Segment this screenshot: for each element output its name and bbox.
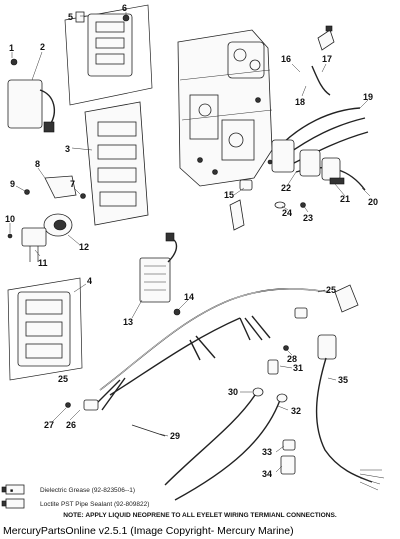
callout-34: 34 <box>262 469 272 479</box>
callout-21: 21 <box>340 194 350 204</box>
main-wire-harness-part-25 <box>65 284 359 411</box>
svg-text:■: ■ <box>10 488 13 494</box>
callout-4: 4 <box>87 276 92 286</box>
callout-8: 8 <box>35 159 40 169</box>
inset-box-part-4 <box>7 277 83 381</box>
harness-connector-part-35 <box>315 334 385 491</box>
ignition-module-part-2 <box>7 58 56 133</box>
callout-33: 33 <box>262 447 272 457</box>
mounting-plate-part-3 <box>84 101 149 226</box>
engine-block <box>177 29 273 187</box>
inset-box-bracket <box>64 4 153 106</box>
connectors-part-33-34 <box>280 439 296 475</box>
callout-5: 5 <box>68 12 73 22</box>
callout-26: 26 <box>66 420 76 430</box>
callout-32: 32 <box>291 406 301 416</box>
callout-16: 16 <box>281 54 291 64</box>
callout-18: 18 <box>295 97 305 107</box>
callout-22: 22 <box>281 183 291 193</box>
sealant-tube-icon <box>1 498 25 509</box>
callout-labels: 1 2 3 4 5 6 7 8 9 10 11 12 13 14 15 16 1… <box>5 3 378 479</box>
sensor-part-15 <box>229 179 253 231</box>
fittings-lower <box>83 345 289 437</box>
ignition-coil-assembly <box>271 65 369 191</box>
callout-35: 35 <box>338 375 348 385</box>
leader-lines <box>9 12 371 473</box>
callout-1: 1 <box>9 43 14 53</box>
legend-grease-label: Dielectric Grease (92-823506--1) <box>40 487 135 494</box>
callout-7: 7 <box>70 179 75 189</box>
callout-6: 6 <box>122 3 127 13</box>
callout-25b: 25 <box>58 374 68 384</box>
callout-11: 11 <box>38 258 48 268</box>
callout-10: 10 <box>5 214 15 224</box>
callout-17: 17 <box>322 54 332 64</box>
callout-19: 19 <box>363 92 373 102</box>
callout-12: 12 <box>79 242 89 252</box>
grease-tube-icon: ■ <box>1 484 25 495</box>
solenoid-part-12 <box>21 213 73 262</box>
callout-13: 13 <box>123 317 133 327</box>
callout-29: 29 <box>170 431 180 441</box>
fittings-part-23-24 <box>267 159 306 209</box>
callout-2: 2 <box>40 42 45 52</box>
rectifier-part-13 <box>139 232 181 316</box>
legend: ■ Dielectric Grease (92-823506--1) Locti… <box>1 484 149 509</box>
battery-cable-part-30 <box>164 387 264 486</box>
note-text: NOTE: APPLY LIQUID NEOPRENE TO ALL EYELE… <box>63 512 337 519</box>
callout-27: 27 <box>44 420 54 430</box>
callout-9: 9 <box>10 179 15 189</box>
grease-tube-top <box>317 25 335 51</box>
callout-24: 24 <box>282 208 292 218</box>
callout-15: 15 <box>224 190 234 200</box>
callout-14: 14 <box>184 292 194 302</box>
callout-23: 23 <box>303 213 313 223</box>
legend-sealant-label: Loctite PST Pipe Sealant (92-809822) <box>40 501 149 508</box>
bracket-part-8 <box>7 175 86 239</box>
callout-31: 31 <box>293 363 303 373</box>
callout-28: 28 <box>287 354 297 364</box>
callout-25: 25 <box>326 285 336 295</box>
battery-cable-part-32 <box>174 393 288 501</box>
callout-30: 30 <box>228 387 238 397</box>
copyright-text: MercuryPartsOnline v2.5.1 (Image Copyrig… <box>3 525 294 537</box>
callout-3: 3 <box>65 144 70 154</box>
callout-20: 20 <box>368 197 378 207</box>
